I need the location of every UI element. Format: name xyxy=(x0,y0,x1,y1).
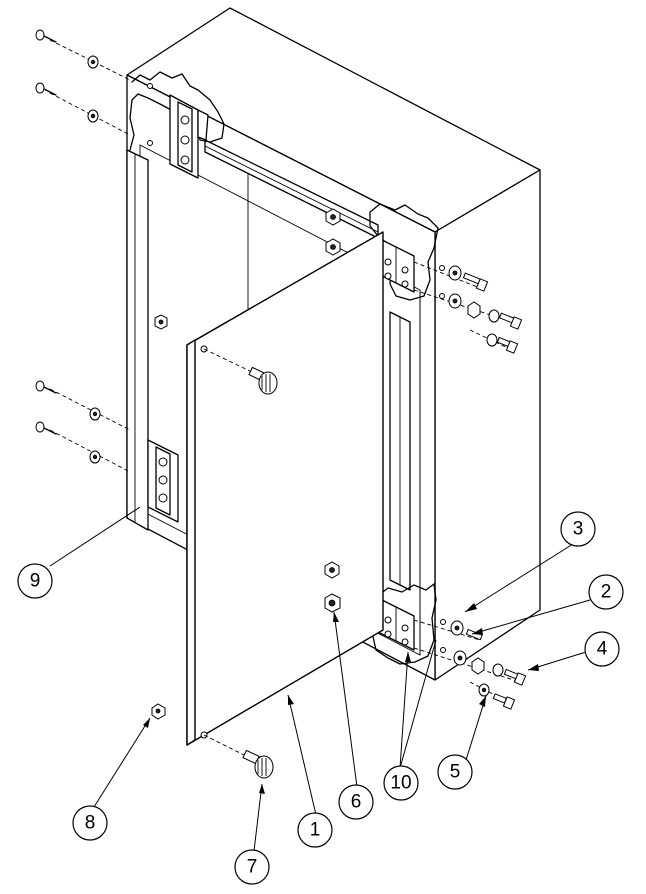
thumb-screw-lower xyxy=(203,734,274,779)
leader-10a xyxy=(399,651,409,769)
left-screws-bottom xyxy=(35,380,131,473)
leader-7 xyxy=(253,783,263,852)
callout-7-label: 7 xyxy=(247,857,258,878)
hinge-bottom-left xyxy=(147,439,179,523)
callout-8: 8 xyxy=(72,805,108,841)
callout-9: 9 xyxy=(17,563,53,599)
cutaway-top-left xyxy=(129,71,225,151)
leader-2 xyxy=(471,599,591,635)
callout-2-label: 2 xyxy=(601,582,612,603)
callout-10: 10 xyxy=(383,765,419,801)
hex-nuts xyxy=(151,208,341,720)
left-screws-top xyxy=(35,29,153,146)
callout-9-label: 9 xyxy=(30,571,41,592)
leader-5 xyxy=(465,695,487,761)
leader-6 xyxy=(333,611,358,788)
callout-4: 4 xyxy=(584,631,620,667)
callout-6: 6 xyxy=(338,784,374,820)
callout-3-label: 3 xyxy=(573,519,584,540)
callout-10-label: 10 xyxy=(390,773,411,794)
callout-1: 1 xyxy=(297,812,333,848)
leader-1 xyxy=(287,694,317,816)
callout-2: 2 xyxy=(588,574,624,610)
callout-5-label: 5 xyxy=(450,762,461,783)
thumb-screw-upper xyxy=(203,348,278,395)
leader-9 xyxy=(49,506,141,567)
leader-10b xyxy=(399,639,437,769)
callout-5: 5 xyxy=(437,754,473,790)
hinge-top-left xyxy=(169,94,209,179)
callout-7: 7 xyxy=(234,849,270,885)
leader-8 xyxy=(93,717,151,808)
hinge-bottom-right xyxy=(377,597,415,651)
hinge-top-right xyxy=(377,237,415,293)
callout-4-label: 4 xyxy=(597,639,608,660)
cutaway-bottom-right xyxy=(371,583,437,665)
callout-1-label: 1 xyxy=(310,820,321,841)
callout-6-label: 6 xyxy=(351,792,362,813)
leader-3 xyxy=(464,543,574,613)
callout-3: 3 xyxy=(560,511,596,547)
right-hardware-bottom xyxy=(413,619,527,710)
leader-lines xyxy=(49,506,591,852)
right-hardware-top xyxy=(413,261,523,354)
callout-8-label: 8 xyxy=(85,813,96,834)
